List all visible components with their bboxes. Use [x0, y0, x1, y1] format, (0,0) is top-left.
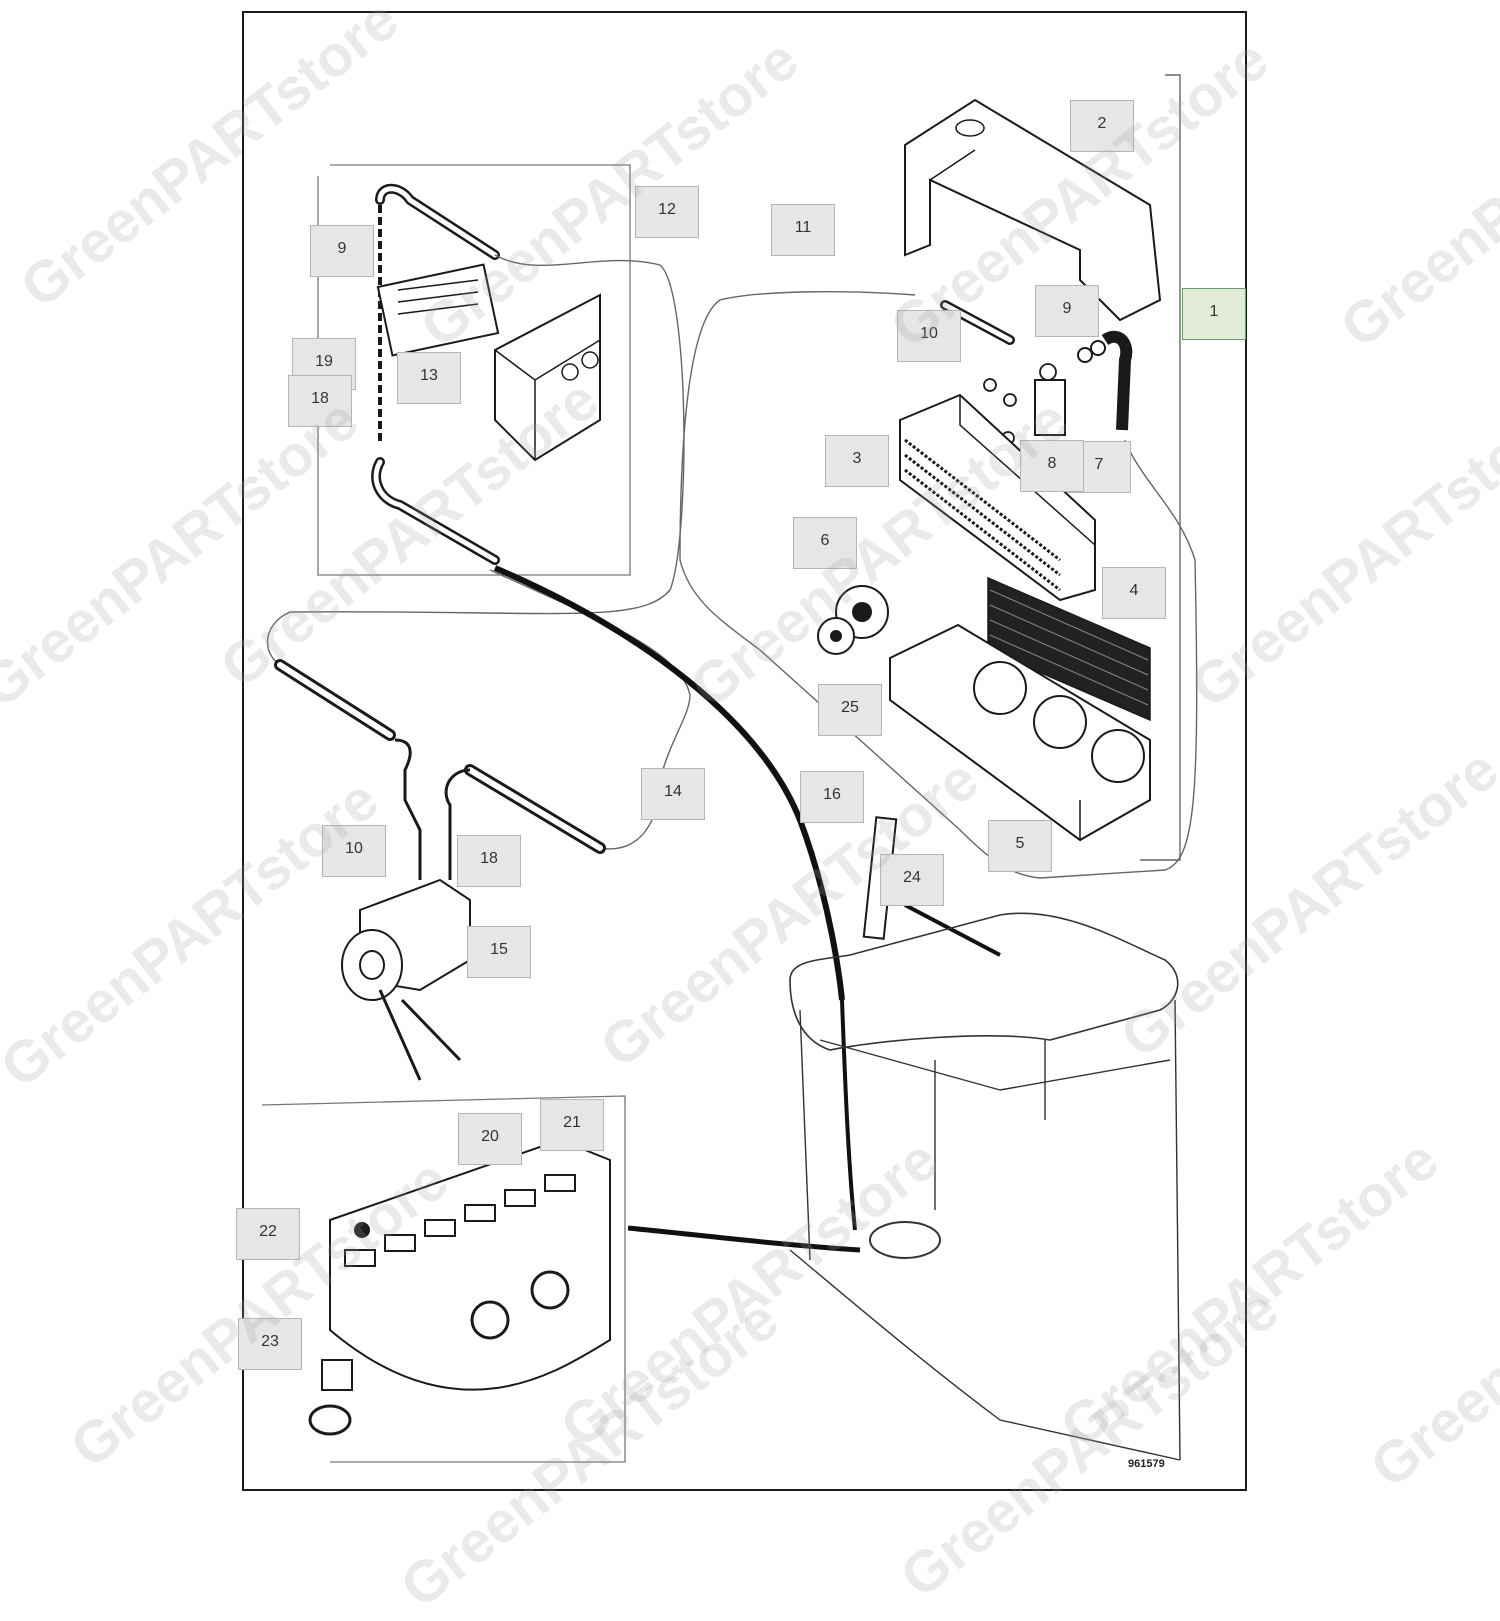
page-frame [242, 11, 1247, 1491]
receiver-drier [1034, 379, 1066, 436]
callout-label: 18 [480, 850, 498, 867]
callout-1[interactable]: 1 [1182, 288, 1246, 340]
hose-9 [1101, 330, 1133, 431]
callout-11[interactable]: 11 [771, 204, 835, 256]
callout-label: 18 [311, 390, 329, 407]
routing-line-12 [266, 254, 685, 671]
main-hose-black [493, 565, 845, 1001]
callout-label: 4 [1129, 582, 1139, 599]
callout-10[interactable]: 10 [897, 310, 961, 362]
callout-label: 14 [664, 783, 682, 800]
callout-13[interactable]: 13 [397, 352, 461, 404]
callout-16[interactable]: 16 [800, 771, 864, 823]
compressor-15 [341, 878, 471, 1081]
callout-9[interactable]: 9 [1035, 285, 1099, 337]
filter-4 [987, 576, 1151, 722]
callout-6[interactable]: 6 [793, 517, 857, 569]
callout-18[interactable]: 18 [457, 835, 521, 887]
callout-12[interactable]: 12 [635, 186, 699, 238]
callout-label: 3 [852, 450, 862, 467]
panel-cable [627, 1225, 861, 1253]
lower-hose [371, 457, 500, 565]
callout-label: 9 [337, 240, 347, 257]
callout-label: 5 [1015, 835, 1025, 852]
panel-detail-box [261, 1095, 626, 1463]
callout-15[interactable]: 15 [467, 926, 531, 978]
callout-10[interactable]: 10 [322, 825, 386, 877]
cab-hose-black [840, 999, 857, 1231]
control-knob-23 [308, 1359, 353, 1436]
callout-25[interactable]: 25 [818, 684, 882, 736]
detail-box-outline [317, 164, 631, 576]
callout-9[interactable]: 9 [310, 225, 374, 277]
steering-wheel [869, 1221, 941, 1259]
callout-5[interactable]: 5 [988, 820, 1052, 872]
callout-label: 11 [794, 219, 812, 236]
blower-motor-6 [817, 585, 889, 655]
callout-label: 22 [259, 1223, 277, 1240]
callout-23[interactable]: 23 [238, 1318, 302, 1370]
callout-label: 1 [1209, 303, 1219, 320]
callout-label: 8 [1047, 455, 1057, 472]
callout-label: 20 [481, 1128, 499, 1145]
callout-label: 12 [658, 201, 676, 218]
callout-label: 15 [490, 941, 508, 958]
expansion-valve [376, 263, 500, 357]
callout-4[interactable]: 4 [1102, 567, 1166, 619]
callout-20[interactable]: 20 [458, 1113, 522, 1165]
junction-box [494, 293, 601, 462]
callout-label: 16 [823, 786, 841, 803]
switch-row [344, 1174, 576, 1267]
callout-14[interactable]: 14 [641, 768, 705, 820]
callout-24[interactable]: 24 [880, 854, 944, 906]
callout-21[interactable]: 21 [540, 1099, 604, 1151]
callout-3[interactable]: 3 [825, 435, 889, 487]
routing-line-11 [679, 291, 1198, 879]
callout-18[interactable]: 18 [288, 375, 352, 427]
callout-label: 25 [841, 699, 859, 716]
callout-label: 24 [903, 869, 921, 886]
exploded-view-drawing [242, 11, 1247, 1491]
callout-label: 10 [345, 840, 363, 857]
callout-8[interactable]: 8 [1020, 440, 1084, 492]
drawing-number: 961579 [1128, 1458, 1165, 1470]
callout-label: 10 [920, 325, 938, 342]
callout-label: 6 [820, 532, 830, 549]
routing-line-1 [1140, 74, 1181, 861]
callout-label: 7 [1094, 456, 1104, 473]
callout-label: 2 [1097, 115, 1107, 132]
callout-label: 19 [315, 353, 333, 370]
callout-2[interactable]: 2 [1070, 100, 1134, 152]
control-panel [329, 1138, 611, 1391]
callout-label: 23 [261, 1333, 279, 1350]
callout-22[interactable]: 22 [236, 1208, 300, 1260]
callout-label: 13 [420, 367, 438, 384]
callout-label: 21 [563, 1114, 581, 1131]
cab-frame [789, 912, 1179, 1051]
callout-label: 9 [1062, 300, 1072, 317]
